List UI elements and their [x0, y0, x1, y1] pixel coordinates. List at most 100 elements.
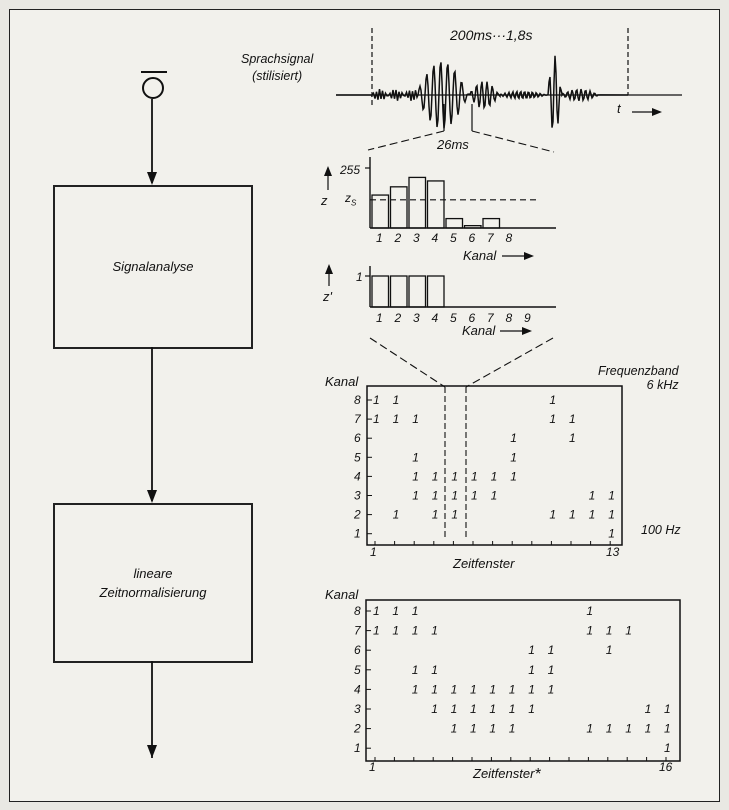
zprime-bar — [426, 275, 445, 308]
matrix-cell-one: 1 — [606, 624, 613, 638]
zeitnormalisierung-box: lineare Zeitnormalisierung — [53, 503, 253, 663]
speech-signal-label: Sprachsignal (stilisiert) — [241, 52, 314, 83]
zprime-tick-label: 1 — [356, 270, 363, 284]
window-duration-label: 26ms — [437, 137, 469, 152]
matrix-cell-one: 1 — [549, 508, 556, 522]
matrix-cell-one: 1 — [608, 527, 615, 541]
z-bar — [463, 224, 482, 229]
matrix-row-label: 6 — [354, 431, 361, 445]
matrix-cell-one: 1 — [412, 682, 419, 696]
matrix-cell-one: 1 — [470, 682, 477, 696]
zoom2-right — [465, 337, 554, 388]
matrix-cell-one: 1 — [549, 393, 556, 407]
matrix-cell-one: 1 — [606, 722, 613, 736]
matrix-cell-one: 1 — [491, 469, 498, 483]
matrix-cell-one: 1 — [528, 663, 535, 677]
matrix2-frame — [365, 599, 681, 762]
signalanalyse-label: Signalanalyse — [112, 259, 194, 275]
matrix-cell-one: 1 — [510, 450, 517, 464]
speech-waveform — [336, 55, 629, 129]
matrix-cell-one: 1 — [489, 702, 496, 716]
matrix-cell-one: 1 — [412, 450, 419, 464]
z-bar — [371, 194, 390, 229]
matrix-cell-one: 1 — [471, 469, 478, 483]
matrix-cell-one: 1 — [392, 604, 399, 618]
matrix-cell-one: 1 — [608, 508, 615, 522]
matrix-cell-one: 1 — [451, 469, 458, 483]
z-axis-label: z — [321, 193, 328, 208]
matrix-cell-one: 1 — [548, 682, 555, 696]
matrix-cell-one: 1 — [412, 624, 419, 638]
zeitnormalisierung-label-line2: Zeitnormalisierung — [99, 585, 207, 600]
matrix-cell-one: 1 — [432, 489, 439, 503]
z-channel-label: 7 — [487, 231, 495, 245]
matrix-cell-one: 1 — [586, 604, 593, 618]
z-axis-arrowhead — [324, 166, 332, 176]
time-axis-label: t — [617, 101, 621, 116]
z-threshold-label: zS — [345, 191, 357, 208]
arrowhead-1 — [147, 172, 157, 185]
zoom-line-right — [471, 130, 555, 153]
zprime-bar — [371, 275, 390, 308]
matrix-cell-one: 1 — [470, 722, 477, 736]
matrix-cell-one: 1 — [393, 508, 400, 522]
z-max-label: 255 — [340, 163, 361, 177]
matrix-cell-one: 1 — [606, 643, 613, 657]
matrix-cell-one: 1 — [431, 624, 438, 638]
matrix2-x-start: 1 — [369, 760, 376, 774]
matrix-cell-one: 1 — [625, 722, 632, 736]
zprime-bar — [408, 275, 427, 308]
z-bar — [408, 176, 427, 229]
duration-label: 200ms···1,8s — [450, 27, 533, 43]
matrix-cell-one: 1 — [569, 508, 576, 522]
matrix-row-label: 2 — [353, 508, 361, 522]
z-channel-label: 2 — [394, 231, 402, 245]
zprime-channel-label: 5 — [450, 311, 457, 325]
matrix-cell-one: 1 — [509, 682, 516, 696]
zeitnormalisierung-label-line1: lineare — [133, 565, 173, 581]
matrix-cell-one: 1 — [664, 722, 671, 736]
matrix-row-label: 1 — [354, 527, 361, 541]
zprime-channel-label: 1 — [376, 311, 383, 325]
z-bar — [482, 217, 501, 229]
matrix2-x-title: Zeitfenster* — [473, 766, 541, 783]
matrix-cell-one: 1 — [509, 722, 516, 736]
matrix-row-label: 4 — [354, 682, 361, 696]
matrix-cell-one: 1 — [645, 702, 652, 716]
zprime-axis-label: z' — [323, 289, 332, 304]
matrix-row-label: 7 — [354, 412, 362, 426]
matrix-row-label: 8 — [354, 393, 361, 407]
matrix-row-label: 1 — [354, 741, 361, 755]
z-channel-label: 8 — [506, 231, 513, 245]
matrix-cell-one: 1 — [393, 412, 400, 426]
matrix1-kanal-title: Kanal — [325, 374, 359, 389]
matrix-cell-one: 1 — [509, 702, 516, 716]
matrix-cell-one: 1 — [470, 702, 477, 716]
zoom2-left — [369, 337, 446, 388]
matrix-row-label: 3 — [354, 489, 361, 503]
matrix-cell-one: 1 — [412, 412, 419, 426]
zprime-kanal-label: Kanal — [462, 323, 496, 338]
matrix-cell-one: 1 — [510, 469, 517, 483]
matrix-cell-one: 1 — [569, 412, 576, 426]
matrix-cell-one: 1 — [451, 489, 458, 503]
matrix-cell-one: 1 — [548, 643, 555, 657]
matrix2-x-end: 16 — [659, 760, 673, 774]
zprime-channel-label: 4 — [432, 311, 439, 325]
matrix-cell-one: 1 — [645, 722, 652, 736]
zprime-bar — [389, 275, 408, 308]
matrix-cell-one: 1 — [451, 722, 458, 736]
matrix-cell-one: 1 — [431, 663, 438, 677]
matrix-cell-one: 1 — [451, 702, 458, 716]
matrix-cell-one: 1 — [392, 624, 399, 638]
matrix-cell-one: 1 — [528, 702, 535, 716]
matrix1-100hz-label: 100 Hz — [641, 523, 681, 537]
matrix-row-label: 5 — [354, 663, 361, 677]
matrix1-x-end: 13 — [606, 545, 620, 559]
matrix-cell-one: 1 — [431, 682, 438, 696]
matrix-cell-one: 1 — [664, 741, 671, 755]
signalanalyse-box: Signalanalyse — [53, 185, 253, 349]
matrix-cell-one: 1 — [451, 508, 458, 522]
z-channel-label: 6 — [469, 231, 476, 245]
